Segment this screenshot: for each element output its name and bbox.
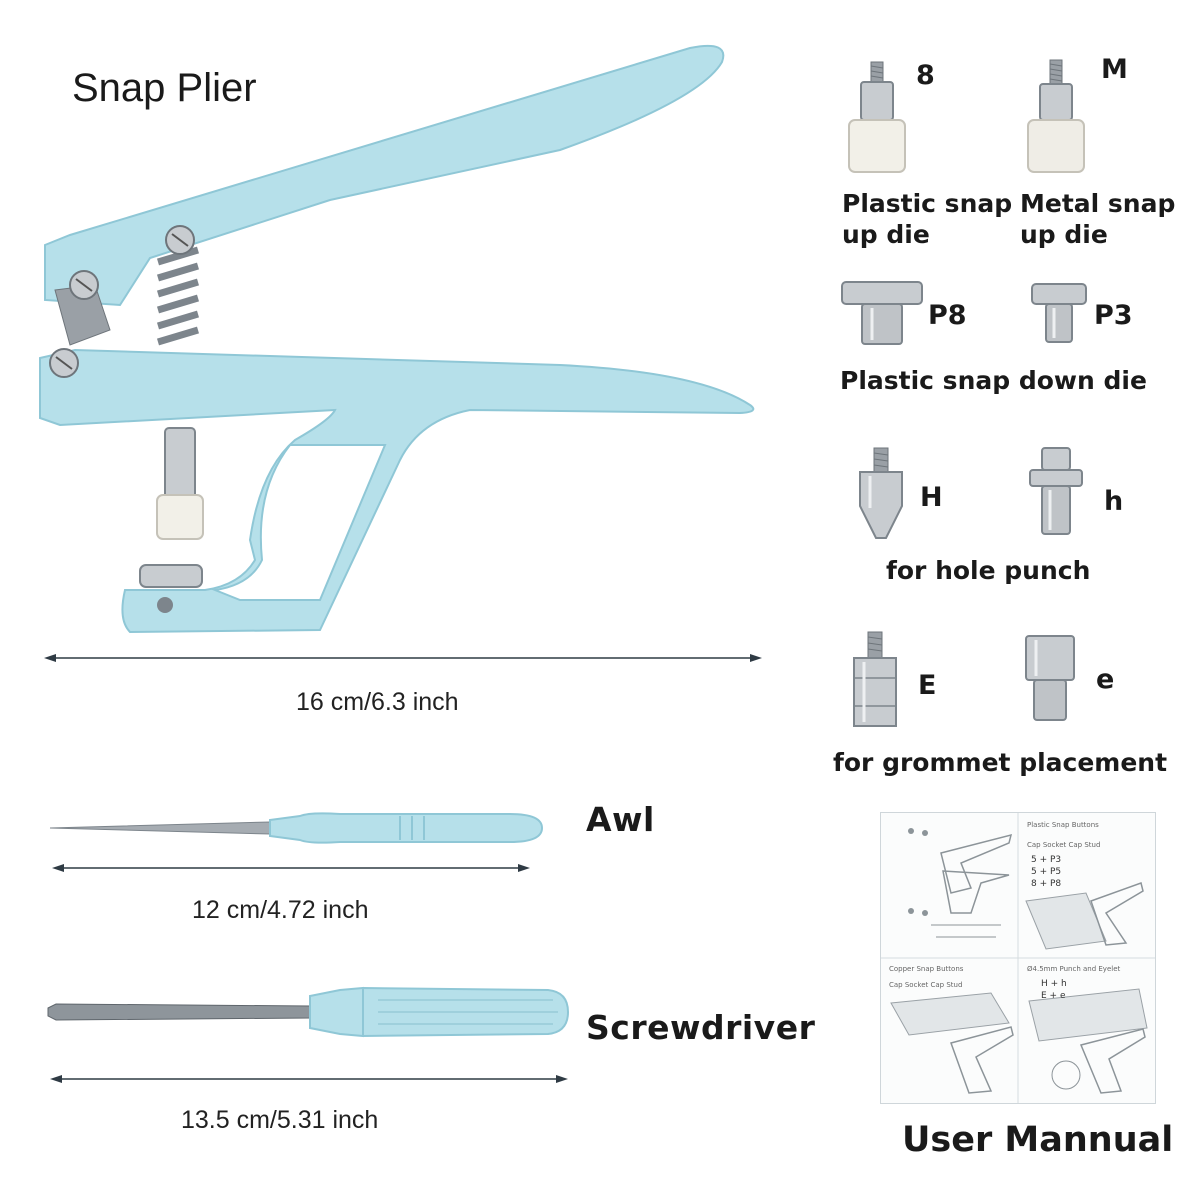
manual-plastic-heading: Plastic Snap Buttons xyxy=(1027,821,1099,829)
plastic-snap-up-die-caption: Plastic snap up die xyxy=(842,189,1013,249)
hole-punch-H-icon xyxy=(859,447,903,539)
screwdriver-dimension-arrow xyxy=(50,1075,568,1083)
manual-copper-parts: Cap Socket Cap Stud xyxy=(889,981,963,989)
snap-plier-dimension-arrow xyxy=(44,654,762,662)
hole-punch-caption: for hole punch xyxy=(886,556,1091,585)
awl-dimension: 12 cm/4.72 inch xyxy=(192,896,369,924)
down-die-code-p8: P8 xyxy=(928,300,967,331)
hole-punch-code-h: h xyxy=(1104,486,1124,517)
down-die-code-p3: P3 xyxy=(1094,300,1133,331)
snap-plier-icon xyxy=(39,44,755,634)
grommet-e-icon xyxy=(1025,635,1075,721)
manual-combo-3: 8 + P8 xyxy=(1031,879,1062,889)
grommet-caption: for grommet placement xyxy=(833,748,1168,777)
metal-snap-up-die-caption: Metal snap up die xyxy=(1020,189,1176,249)
grommet-E-icon xyxy=(853,631,897,727)
manual-combo-2: 5 + P5 xyxy=(1031,867,1062,877)
manual-grid-lines xyxy=(881,813,1155,1103)
user-manual-thumbnail: Plastic Snap Buttons Cap Socket Cap Stud… xyxy=(880,812,1156,1104)
awl-label: Awl xyxy=(586,800,655,839)
screwdriver-dimension: 13.5 cm/5.31 inch xyxy=(181,1106,379,1134)
down-die-p3-icon xyxy=(1031,283,1087,343)
screwdriver-icon xyxy=(47,986,570,1038)
grommet-code-E: E xyxy=(918,670,937,701)
manual-punch-heading: Ø4.5mm Punch and Eyelet xyxy=(1027,965,1121,973)
up-die-code-M: M xyxy=(1101,54,1128,85)
grommet-code-e: e xyxy=(1096,664,1115,695)
manual-plastic-parts: Cap Socket Cap Stud xyxy=(1027,841,1101,849)
up-die-code-8: 8 xyxy=(916,60,935,91)
hole-punch-h-icon xyxy=(1029,447,1083,535)
metal-snap-up-die-icon xyxy=(1027,59,1085,173)
awl-icon xyxy=(49,812,544,844)
manual-combo-1: 5 + P3 xyxy=(1031,855,1062,865)
awl-dimension-arrow xyxy=(52,864,530,872)
plastic-snap-down-die-caption: Plastic snap down die xyxy=(840,366,1147,395)
hole-punch-code-H: H xyxy=(920,482,943,513)
plastic-snap-up-die-icon xyxy=(848,61,906,173)
snap-plier-dimension: 16 cm/6.3 inch xyxy=(296,688,459,716)
manual-punch-combo-1: H + h xyxy=(1041,979,1067,989)
manual-copper-heading: Copper Snap Buttons xyxy=(889,965,964,973)
down-die-p8-icon xyxy=(841,281,923,345)
user-manual-title: User Mannual xyxy=(902,1120,1174,1160)
snap-plier-title: Snap Plier xyxy=(72,66,257,110)
screwdriver-label: Screwdriver xyxy=(586,1008,816,1047)
manual-punch-combo-2: E + e xyxy=(1041,991,1066,1001)
